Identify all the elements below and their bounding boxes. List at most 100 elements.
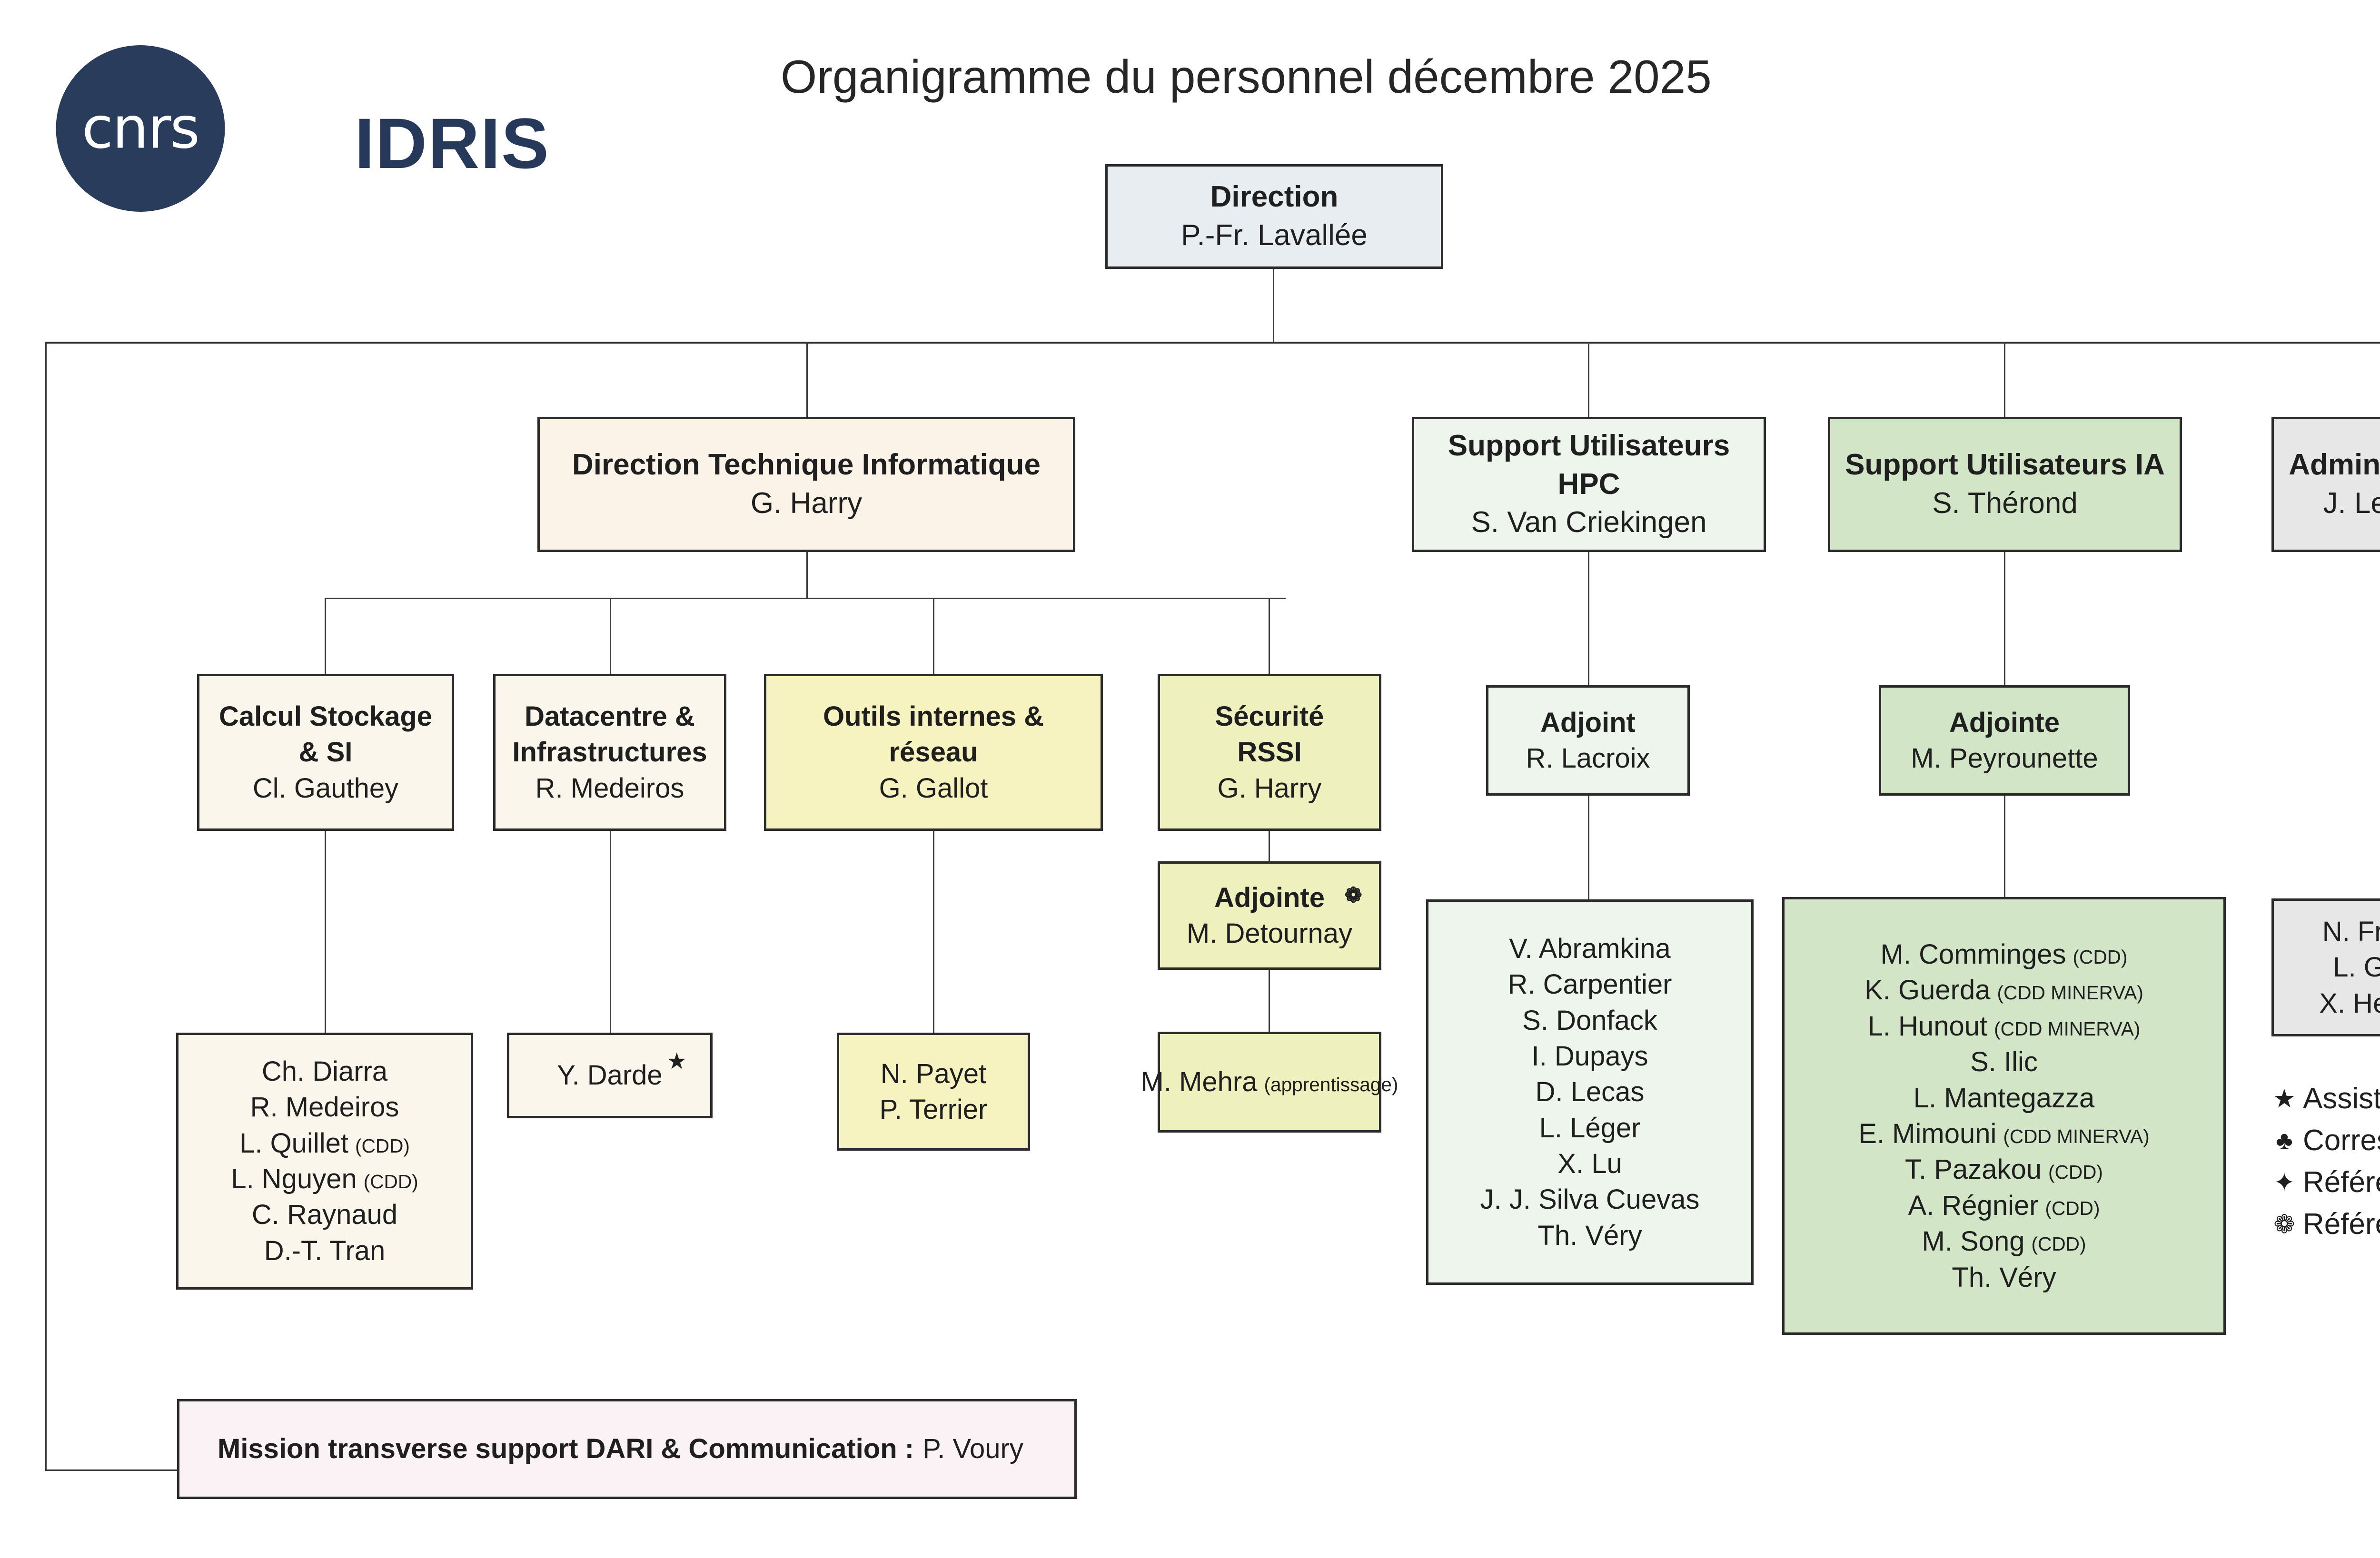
staff-name: Y. Darde [557, 1060, 663, 1091]
list-item: A. Régnier (CDD) [1908, 1188, 2100, 1223]
node-datacentre-person: R. Medeiros [535, 772, 684, 804]
staff-tag: (CDD) [2045, 1197, 2100, 1219]
connector-bus-to-dti [806, 342, 808, 417]
connector-adjoint-to-hpc-staff [1588, 796, 1589, 900]
staff-tag: (CDD MINERVA) [1994, 1017, 2141, 1040]
staff-tag: (CDD MINERVA) [2003, 1125, 2150, 1147]
list-item: Th. Véry [1537, 1218, 1642, 1253]
node-support-utilisateurs-ia[interactable]: Support Utilisateurs IA S. Thérond [1828, 417, 2182, 552]
staff-name: Th. Véry [1537, 1220, 1642, 1251]
list-item: I. Dupays [1532, 1038, 1648, 1074]
staff-name: N. François [2322, 916, 2380, 947]
list-item: M. Song(CDD) [1922, 1223, 2086, 1259]
cnrs-logo-text: cnrs [82, 95, 200, 162]
staff-name: L. Mantegazza [1913, 1082, 2095, 1114]
page-title: Organigramme du personnel décembre 2025 [781, 50, 1712, 103]
node-support-utilisateurs-hpc[interactable]: Support Utilisateurs HPC S. Van Crieking… [1412, 417, 1766, 552]
staff-name: E. Mimouni [1858, 1118, 1997, 1149]
staff-tag: (CDD) [2031, 1233, 2086, 1255]
staff-name: T. Pazakou [1905, 1154, 2042, 1185]
connector-main-bus [45, 342, 2380, 344]
legend-label: Correspondante formation [2303, 1124, 2380, 1157]
staff-name: N. Payet [880, 1058, 987, 1089]
node-mission-transverse[interactable]: Mission transverse support DARI & Commun… [177, 1399, 1077, 1499]
node-adjoint-hpc[interactable]: Adjoint R. Lacroix [1486, 685, 1690, 796]
connector-rail-to-mission [45, 1469, 178, 1471]
node-datacentre-infrastructures[interactable]: Datacentre & Infrastructures R. Medeiros [493, 674, 726, 831]
connector-securite-to-adjointe [1269, 830, 1270, 861]
staff-name: D.-T. Tran [264, 1235, 386, 1266]
legend-label: Assistant de prévention [2303, 1082, 2380, 1115]
staff-name: R. Medeiros [250, 1092, 399, 1123]
connector-direction-down [1273, 269, 1274, 343]
node-administration-person-row: J. Legrand ♣ ✦ ❁ [2323, 484, 2380, 523]
node-outils-title-line2: réseau [889, 737, 978, 768]
list-item: L. Léger [1539, 1110, 1641, 1146]
legend-row: ♣ Correspondante formation [2266, 1120, 2380, 1162]
list-item: M. Comminges(CDD) [1881, 937, 2128, 972]
node-direction[interactable]: Direction P.-Fr. Lavallée [1105, 164, 1443, 269]
list-item: L. Goujon [2333, 949, 2380, 985]
club-icon: ♣ [2276, 1126, 2293, 1155]
list-item: R. Medeiros [250, 1089, 399, 1125]
staff-name: L. Hunout [1867, 1010, 1988, 1042]
node-mission-person: P. Voury [922, 1433, 1023, 1465]
node-administration-person: J. Legrand [2323, 487, 2380, 520]
legend-row: ✦Référente parité [2266, 1162, 2380, 1203]
node-outils-internes-reseau[interactable]: Outils internes & réseau G. Gallot [764, 674, 1103, 831]
list-item: L. Quillet(CDD) [239, 1125, 410, 1161]
legend-row: ★Assistant de prévention [2266, 1078, 2380, 1120]
list-item: L. Nguyen(CDD) [231, 1161, 418, 1197]
four-point-star-icon: ✦ [2273, 1168, 2295, 1197]
staff-name: A. Régnier [1908, 1190, 2039, 1221]
node-dti-title: Direction Technique Informatique [572, 448, 1041, 482]
node-securite-title-line2: RSSI [1237, 737, 1302, 768]
list-item: Y. Darde★ [557, 1049, 687, 1093]
staff-name: X. Hermann [2319, 987, 2380, 1019]
staff-tag: (apprentissage) [1264, 1074, 1398, 1096]
node-securite-rssi[interactable]: Sécurité RSSI G. Harry [1158, 674, 1381, 831]
staff-list-support-ia[interactable]: M. Comminges(CDD)K. Guerda(CDD MINERVA)L… [1782, 897, 2226, 1335]
staff-name: M. Comminges [1880, 939, 2066, 970]
staff-name: L. Goujon [2333, 952, 2380, 983]
node-direction-technique-informatique[interactable]: Direction Technique Informatique G. Harr… [537, 417, 1075, 552]
list-item: L. Mantegazza [1914, 1080, 2094, 1116]
list-item: J. J. Silva Cuevas [1480, 1182, 1700, 1217]
node-adjointe-ia[interactable]: Adjointe M. Peyrounette [1879, 685, 2130, 796]
staff-list-securite[interactable]: M. Mehra (apprentissage) [1141, 1032, 1398, 1133]
list-item: M. Mehra (apprentissage) [1141, 1064, 1398, 1100]
staff-name: R. Carpentier [1507, 969, 1672, 1000]
node-securite-title-line1: Sécurité [1215, 700, 1324, 732]
cnrs-logo: cnrs [56, 45, 225, 212]
node-administration-title: Administration [2289, 448, 2380, 482]
node-calcul-stockage-si[interactable]: Calcul Stockage & SI Cl. Gauthey [197, 674, 454, 831]
staff-name: M. Mehra [1140, 1066, 1258, 1098]
node-direction-person: P.-Fr. Lavallée [1181, 219, 1368, 252]
staff-name: K. Guerda [1864, 975, 1991, 1006]
list-item: P. Terrier [880, 1092, 988, 1127]
node-adjointe-ia-title: Adjointe [1949, 707, 2060, 738]
connector-bus-to-support-ia [2004, 342, 2005, 417]
node-administration[interactable]: Administration J. Legrand ♣ ✦ ❁ [2271, 417, 2380, 552]
staff-name: X. Lu [1557, 1148, 1622, 1180]
staff-list-datacentre[interactable]: Y. Darde★ [507, 1033, 713, 1118]
staff-name: Ch. Diarra [261, 1055, 388, 1087]
staff-list-administration[interactable]: N. François L. Goujon X. Hermann [2271, 898, 2380, 1036]
connector-hpc-to-adjoint [1588, 552, 1589, 685]
list-item: N. François [2322, 914, 2380, 949]
connector-adjointe-to-ia-staff [2004, 796, 2005, 898]
connector-dti-bus [325, 598, 1286, 599]
staff-tag: (CDD) [355, 1134, 410, 1157]
node-dti-person: G. Harry [750, 487, 863, 520]
node-securite-adjointe[interactable]: Adjointe ❁ M. Detournay [1158, 861, 1381, 970]
legend-label: Référentes développement durable [2303, 1208, 2380, 1241]
list-item: S. Ilic [1970, 1044, 2038, 1080]
staff-tag: (CDD MINERVA) [1997, 982, 2143, 1004]
staff-name: S. Donfack [1522, 1005, 1657, 1036]
staff-name: C. Raynaud [251, 1199, 398, 1231]
staff-name: L. Nguyen [231, 1164, 357, 1194]
